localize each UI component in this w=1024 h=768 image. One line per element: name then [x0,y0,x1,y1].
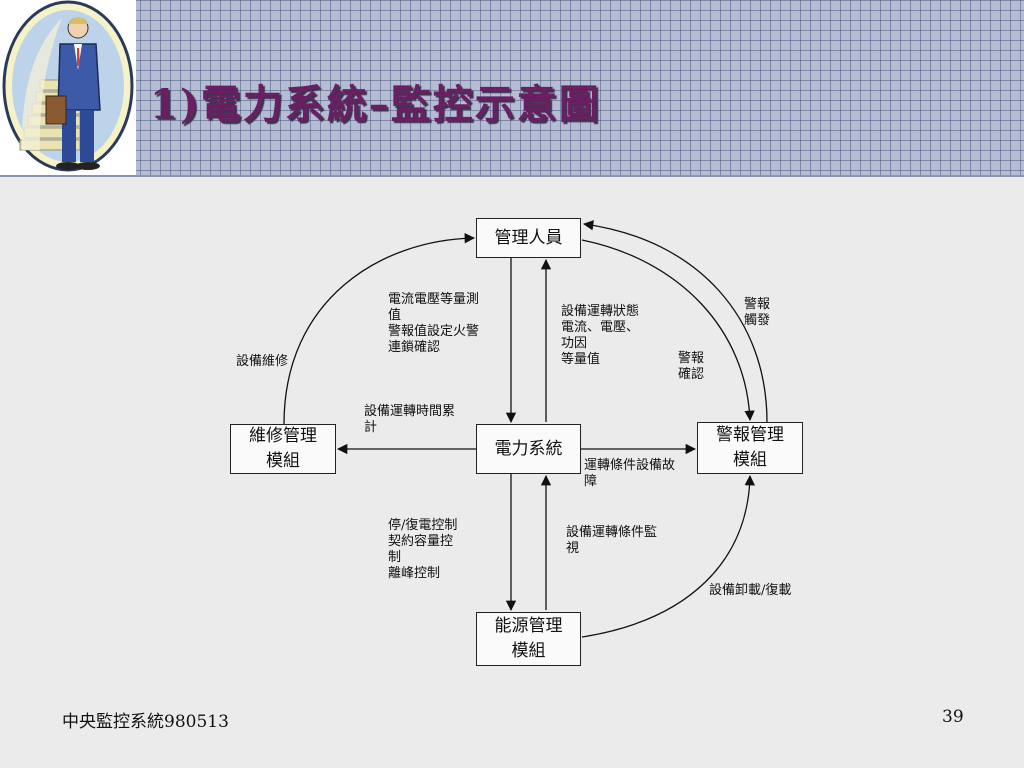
label-fault: 運轉條件設備故障 [584,458,676,489]
label-control: 停/復電控制契約容量控 制離峰控制 [388,518,458,581]
label-maintain: 設備維修 [236,354,289,369]
node-alarm-module: 警報管理 模組 [697,422,803,474]
arc-manager-to-alarm [581,239,755,422]
node-manager: 管理人員 [476,218,581,258]
header-banner: 1)電力系統–監控示意圖 [0,0,1024,177]
footer-system-code: 中央監控系統980513 [62,712,229,732]
label-status: 設備運轉狀態電流、電壓、 功因等量值 [561,304,640,367]
label-monitor: 設備運轉條件監視 [566,525,658,556]
page-number: 39 [942,707,964,727]
label-alarm-trigger: 警報觸發 [744,297,771,328]
label-runtime: 設備運轉時間累計 [364,404,456,435]
node-energy-module: 能源管理 模組 [476,612,581,666]
label-load: 設備卸載/復載 [709,583,792,598]
label-alarm-confirm: 警報確認 [678,351,705,382]
node-maintenance-module: 維修管理 模組 [230,424,336,474]
label-measure: 電流電壓等量測值 警報值設定火警連鎖確認 [388,292,480,355]
arc-alarm-to-manager [582,220,768,423]
businessman-on-stairs-illustration [0,0,136,175]
arc-energy-to-alarm [581,474,755,638]
arc-maintenance-to-manager [283,233,476,425]
node-power-system: 電力系統 [476,424,581,474]
slide-title: 1)電力系統–監控示意圖 [150,81,601,128]
